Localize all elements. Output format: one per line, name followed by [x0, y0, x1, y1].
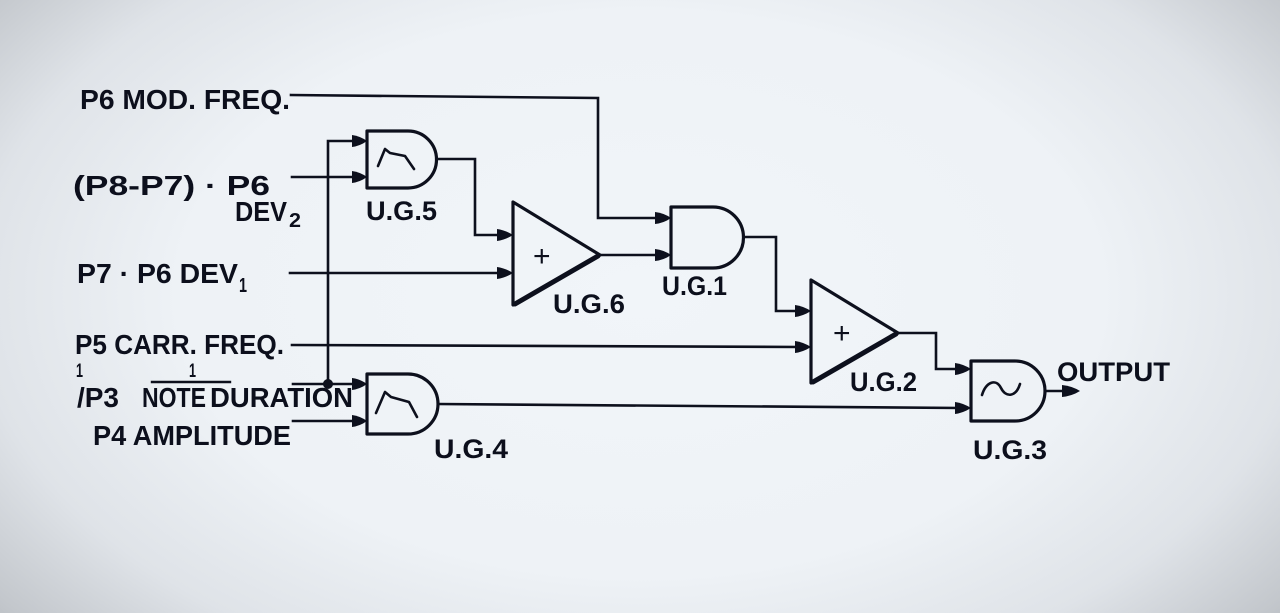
arrowhead [655, 249, 671, 261]
oscillator-gate-shape [669, 205, 746, 270]
wire-carr-freq-to-ug2 [290, 343, 802, 349]
output-label: OUTPUT [1057, 357, 1171, 387]
wire-ug1-to-ug2 [742, 235, 802, 313]
unit-generator-6: + [511, 200, 602, 307]
envelope-waveform-icon [374, 390, 419, 419]
ug4-label: U.G.4 [434, 434, 508, 464]
arrowhead [352, 415, 367, 427]
output-arrowhead [1062, 385, 1080, 397]
ug2-label: U.G.2 [850, 367, 917, 397]
ug6-label: U.G.6 [553, 289, 625, 319]
input-label-mod-freq: P6 MOD. FREQ. [80, 84, 290, 115]
envelope-waveform-icon [376, 147, 416, 171]
arrowhead [497, 229, 513, 241]
unit-generator-4 [365, 372, 440, 436]
sine-waveform-icon [980, 381, 1022, 397]
unit-generator-5 [365, 129, 439, 190]
unit-generator-labels: U.G.5 U.G.6 U.G.1 U.G.2 U.G.3 U.G.4 OUTP… [366, 196, 1171, 465]
input-labels: P6 MOD. FREQ. (P8-P7) · P6 DEV 2 P7 · P6… [73, 84, 353, 451]
plus-icon: + [533, 240, 551, 273]
arrowhead [955, 402, 971, 414]
unit-generator-2: + [809, 278, 900, 385]
oscillator-gate-shape [969, 359, 1047, 423]
arrowhead [497, 267, 513, 279]
input-label-duration-word: DURATION [210, 382, 353, 413]
wire-ug4-to-ug3 [436, 402, 962, 410]
ug1-label: U.G.1 [662, 271, 727, 301]
input-label-duration-overline-numerator: 1 [189, 361, 196, 382]
input-label-dev2: (P8-P7) · P6 [73, 170, 270, 201]
ug3-label: U.G.3 [973, 435, 1047, 465]
input-label-dev1-subscript: 1 [239, 275, 247, 297]
adder-triangle-edge [810, 331, 899, 385]
wire-ug2-to-ug3 [896, 331, 962, 371]
arrowhead [655, 212, 671, 224]
arrowhead [955, 363, 971, 375]
oscillator-gate-shape [365, 372, 440, 436]
junction-dot [323, 379, 333, 389]
input-label-carr-freq: P5 CARR. FREQ. [75, 329, 284, 360]
input-label-dev2-subscript: 2 [289, 210, 301, 232]
input-label-duration-fraction-denominator: /P3 [77, 382, 119, 413]
input-label-dev2-suffix: DEV [235, 196, 287, 227]
arrowheads [352, 135, 1080, 427]
arrowhead [352, 171, 367, 183]
ug5-label: U.G.5 [366, 196, 437, 226]
wire-duration-bus [326, 139, 359, 386]
wires [288, 93, 1068, 423]
unit-generator-1 [669, 205, 746, 270]
input-label-duration-fraction-numerator: 1 [76, 361, 83, 382]
arrowhead [795, 305, 811, 317]
arrowhead [352, 135, 367, 147]
arrowhead [795, 341, 811, 353]
unit-generator-3 [969, 359, 1047, 423]
plus-icon: + [833, 317, 851, 350]
input-label-amplitude: P4 AMPLITUDE [93, 420, 291, 451]
input-label-duration-overlined-word: NOTE [142, 382, 206, 413]
arrowhead [352, 378, 367, 390]
wire-mod-freq-to-ug1 [289, 93, 662, 220]
adder-triangle-edge [512, 253, 601, 307]
oscillator-gate-shape [365, 129, 439, 190]
input-label-dev1: P7 · P6 DEV [77, 258, 238, 289]
wire-ug5-to-ug6 [435, 157, 504, 237]
